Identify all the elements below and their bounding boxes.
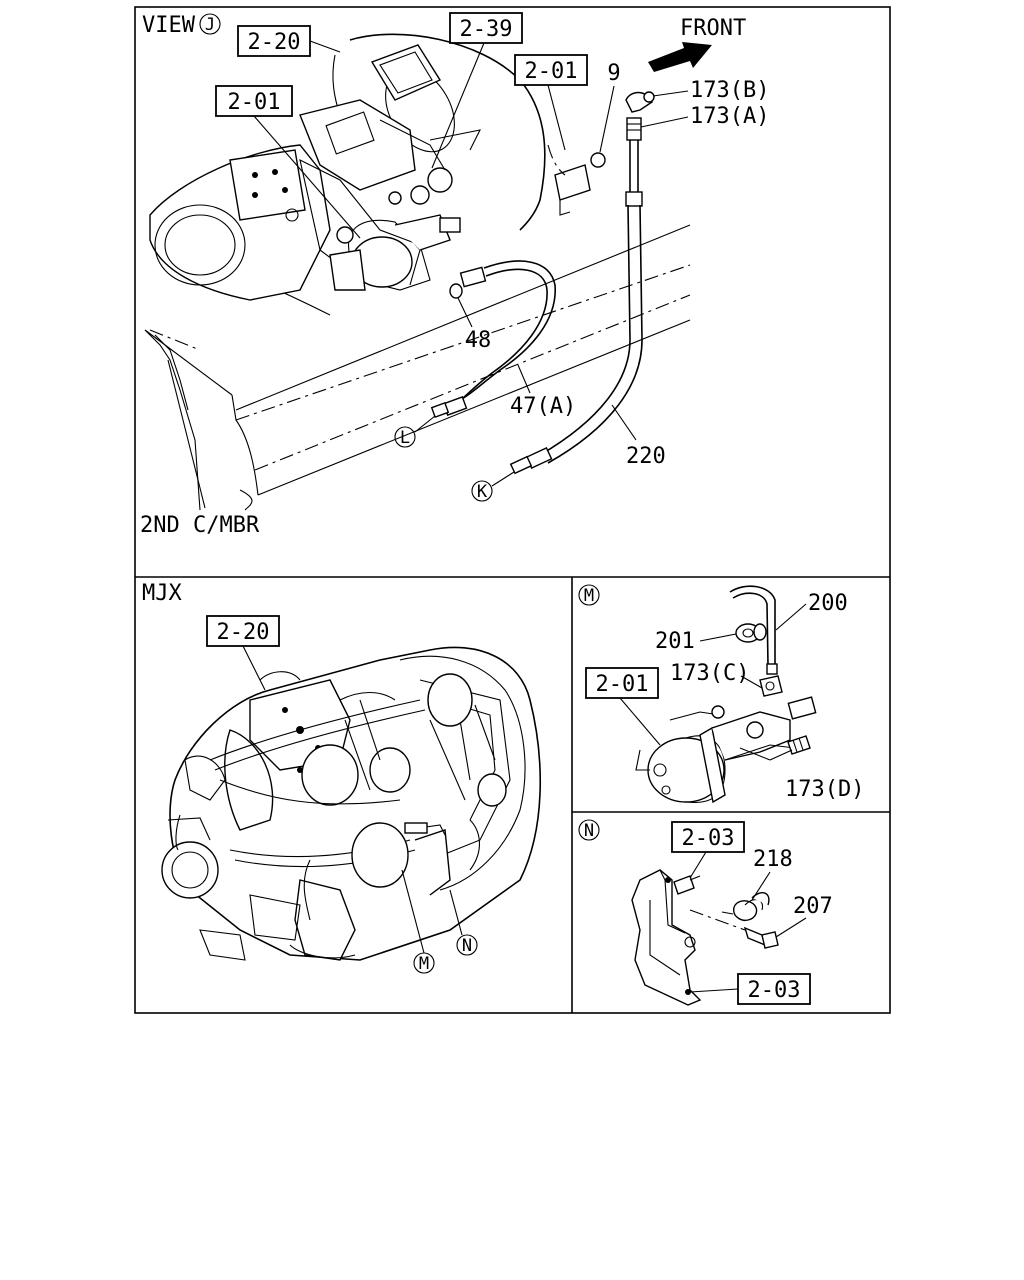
- svg-text:2-01: 2-01: [228, 90, 281, 115]
- transmission-assembly: [161, 646, 542, 961]
- pipe-47a: [430, 260, 556, 418]
- view-j-panel: VIEW J FRONT: [140, 12, 769, 538]
- svg-text:J: J: [205, 15, 215, 35]
- svg-text:173(D): 173(D): [785, 777, 864, 802]
- callout-n-2-03-bottom: 2-03: [689, 973, 811, 1005]
- hose-220: [509, 140, 643, 475]
- chassis-frame-member: [144, 224, 691, 511]
- svg-text:2-03: 2-03: [748, 978, 801, 1003]
- svg-text:2-01: 2-01: [596, 672, 649, 697]
- callout-48: 48: [457, 297, 492, 353]
- mjx-m-marker: M: [401, 869, 435, 974]
- member-label: 2ND C/MBR: [140, 513, 260, 538]
- svg-text:207: 207: [793, 894, 833, 919]
- callout-j-2-01-right: 2-01: [514, 54, 588, 151]
- svg-text:173(A): 173(A): [690, 104, 769, 129]
- bolt-207: [743, 926, 779, 949]
- callout-j-2-20: 2-20: [237, 25, 341, 57]
- callout-173b: 173(B): [652, 78, 769, 103]
- svg-text:9: 9: [607, 61, 620, 86]
- bracket-2-03: [631, 869, 702, 1006]
- svg-text:2-20: 2-20: [248, 30, 301, 55]
- svg-text:218: 218: [753, 847, 793, 872]
- callout-173a: 173(A): [640, 104, 769, 129]
- washer-48: [449, 283, 463, 299]
- callout-207: 207: [775, 894, 833, 938]
- svg-text:N: N: [462, 936, 472, 956]
- mjx-panel: MJX: [142, 581, 542, 974]
- svg-text:48: 48: [465, 328, 492, 353]
- clutch-booster-j: [329, 191, 461, 291]
- callout-j-2-39: 2-39: [431, 12, 523, 169]
- callout-218: 218: [751, 847, 793, 901]
- svg-text:M: M: [584, 586, 594, 606]
- connector-l-marker: L: [394, 415, 436, 448]
- svg-text:220: 220: [626, 444, 666, 469]
- svg-text:2-01: 2-01: [525, 59, 578, 84]
- spring-218: [721, 891, 770, 922]
- bolt-2-03: [673, 875, 701, 895]
- svg-text:173(C): 173(C): [670, 661, 749, 686]
- svg-text:2-39: 2-39: [460, 17, 513, 42]
- mjx-title: MJX: [142, 581, 182, 606]
- mjx-n-marker: N: [449, 889, 478, 956]
- svg-text:2-20: 2-20: [217, 620, 270, 645]
- svg-text:M: M: [419, 954, 429, 974]
- svg-text:N: N: [584, 821, 594, 841]
- callout-j-2-01-left: 2-01: [215, 85, 361, 239]
- panel-frames: [134, 6, 891, 1014]
- svg-text:201: 201: [655, 629, 695, 654]
- fitting-173d: [787, 735, 811, 755]
- fitting-173c: [759, 675, 783, 697]
- view-j-title: VIEW: [142, 13, 196, 38]
- svg-text:K: K: [477, 482, 488, 502]
- callout-m-2-01: 2-01: [585, 667, 661, 746]
- callout-mjx-2-20: 2-20: [206, 615, 280, 691]
- callout-200: 200: [775, 591, 848, 631]
- svg-text:47(A): 47(A): [510, 394, 576, 419]
- m-panel-marker: M: [578, 584, 600, 606]
- svg-text:L: L: [400, 428, 410, 448]
- front-label: FRONT: [680, 16, 746, 41]
- m-panel: M: [578, 584, 864, 804]
- callout-n-2-03-top: 2-03: [671, 821, 745, 879]
- transmission-housing: [149, 33, 546, 301]
- svg-text:200: 200: [808, 591, 848, 616]
- callout-201: 201: [655, 629, 737, 654]
- callout-173d: 173(D): [739, 747, 864, 802]
- n-panel-marker: N: [578, 819, 600, 841]
- callout-47a: 47(A): [510, 364, 576, 419]
- view-j-marker: J: [199, 13, 221, 35]
- n-panel: N 2-03 21: [578, 819, 833, 1006]
- clutch-booster-m: [635, 696, 817, 804]
- connector-k-marker: K: [471, 471, 515, 502]
- clip-201: [735, 623, 767, 643]
- callout-9: 9: [599, 61, 621, 153]
- fitting-173a: [626, 117, 642, 141]
- callout-173c: 173(C): [670, 661, 763, 689]
- front-arrow-icon: [648, 42, 712, 72]
- svg-text:2-03: 2-03: [682, 826, 735, 851]
- pipe-200: [729, 585, 778, 675]
- fitting-173b: [625, 91, 655, 113]
- callout-220: 220: [611, 404, 666, 469]
- pipe-bracket-j: [547, 144, 606, 216]
- svg-text:173(B): 173(B): [690, 78, 769, 103]
